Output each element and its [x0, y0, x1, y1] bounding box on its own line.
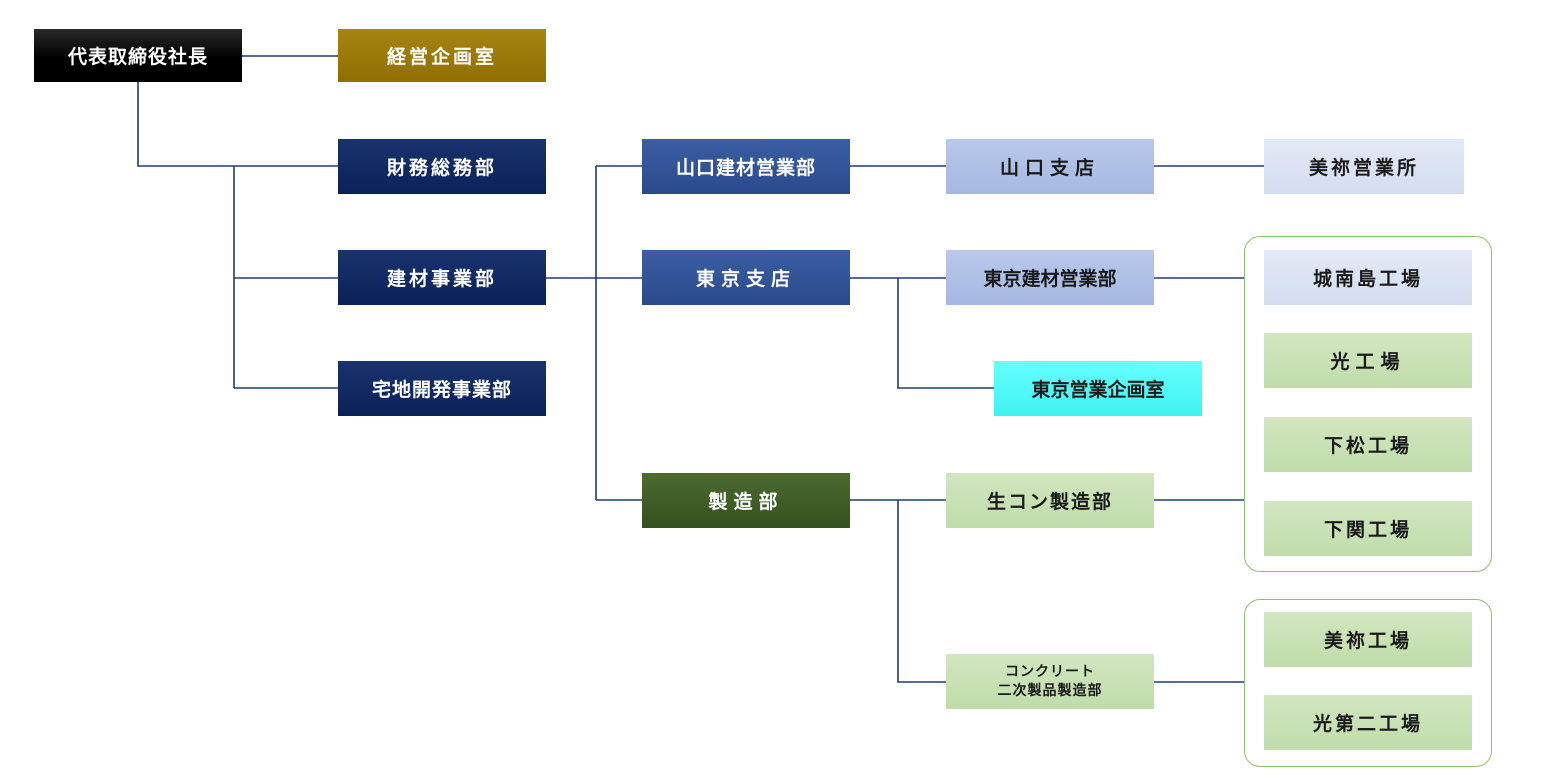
tokyo-sales-dept-label: 東京建材営業部 [983, 268, 1117, 290]
ceo-label: 代表取締役社長 [67, 46, 208, 68]
finance-general-affairs-box: 財務総務部 [338, 139, 546, 194]
tokyo-sales-dept-box: 東京建材営業部 [946, 250, 1154, 305]
factory-hikari-box: 光工場 [1264, 333, 1472, 388]
corporate-planning-label: 経営企画室 [386, 46, 497, 68]
factory-label: 下関工場 [1323, 519, 1412, 541]
mine-sales-office-label: 美祢営業所 [1308, 157, 1419, 179]
yamaguchi-sales-dept-box: 山口建材営業部 [642, 139, 850, 194]
factory-group-1 [1244, 236, 1492, 572]
residential-land-division-label: 宅地開発事業部 [371, 379, 512, 401]
tokyo-planning-office-box: 東京営業企画室 [994, 361, 1202, 416]
factory-hikari-second-box: 光第二工場 [1264, 695, 1472, 750]
concrete-secondary-mfg-line2: 二次製品製造部 [997, 682, 1103, 699]
factory-jonanjima-box: 城南島工場 [1264, 250, 1472, 305]
building-materials-division-label: 建材事業部 [386, 268, 497, 290]
factory-label: 下松工場 [1323, 435, 1412, 457]
yamaguchi-branch-label: 山口支店 [999, 157, 1100, 179]
concrete-secondary-mfg-line1: コンクリート [1005, 663, 1095, 680]
tokyo-planning-office-label: 東京営業企画室 [1031, 379, 1165, 401]
ceo-box: 代表取締役社長 [34, 29, 242, 82]
ready-mix-mfg-label: 生コン製造部 [986, 491, 1113, 513]
corporate-planning-box: 経営企画室 [338, 29, 546, 82]
factory-label: 美祢工場 [1323, 630, 1412, 652]
concrete-secondary-mfg-box: コンクリート 二次製品製造部 [946, 654, 1154, 709]
residential-land-division-box: 宅地開発事業部 [338, 361, 546, 416]
mine-sales-office-box: 美祢営業所 [1264, 139, 1464, 194]
yamaguchi-sales-dept-label: 山口建材営業部 [675, 157, 816, 179]
building-materials-division-box: 建材事業部 [338, 250, 546, 305]
tokyo-branch-box: 東京支店 [642, 250, 850, 305]
yamaguchi-branch-box: 山口支店 [946, 139, 1154, 194]
factory-label: 光工場 [1330, 351, 1406, 373]
manufacturing-dept-label: 製造部 [708, 491, 784, 513]
factory-label: 光第二工場 [1312, 713, 1423, 735]
factory-kudamatsu-box: 下松工場 [1264, 417, 1472, 472]
factory-mine-box: 美祢工場 [1264, 612, 1472, 667]
factory-shimonoseki-box: 下関工場 [1264, 501, 1472, 556]
finance-general-affairs-label: 財務総務部 [386, 157, 497, 179]
factory-group-2 [1244, 599, 1492, 767]
ready-mix-mfg-box: 生コン製造部 [946, 473, 1154, 528]
tokyo-branch-label: 東京支店 [695, 268, 796, 290]
factory-label: 城南島工場 [1312, 268, 1423, 290]
manufacturing-dept-box: 製造部 [642, 473, 850, 528]
